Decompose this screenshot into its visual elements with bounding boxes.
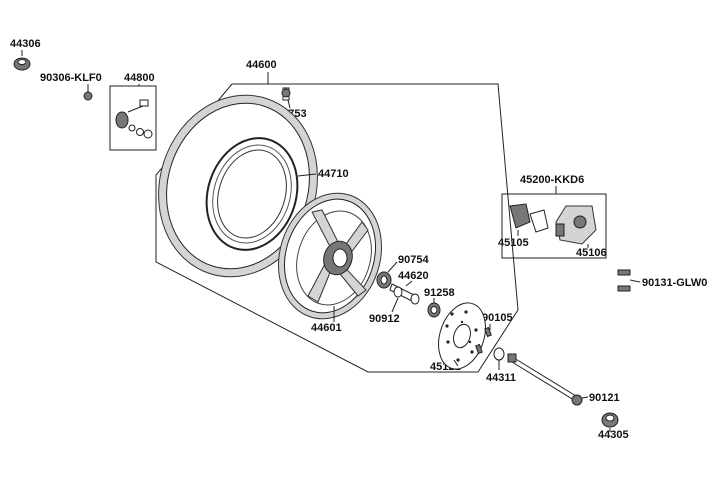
caliper-group-box: [501, 193, 607, 259]
leader-44620: [405, 280, 413, 287]
label-45106: 45106: [576, 247, 607, 259]
label-90131-glw0: 90131-GLW0: [642, 277, 707, 289]
brake-disc: [438, 302, 486, 370]
disc-bolts: [475, 326, 492, 355]
label-90912: 90912: [369, 313, 400, 325]
label-44620: 44620: [398, 270, 429, 282]
label-44311: 44311: [486, 372, 516, 384]
leader-90131: [629, 279, 641, 283]
label-90121: 90121: [589, 392, 620, 404]
label-91258: 91258: [424, 287, 455, 299]
label-44600: 44600: [246, 59, 277, 71]
leader-42753: [287, 99, 291, 109]
label-44710: 44710: [318, 168, 349, 180]
label-90754: 90754: [398, 254, 429, 266]
label-44601: 44601: [311, 322, 342, 334]
bearing-90912: [393, 286, 403, 298]
rim: [277, 192, 383, 320]
label-90306-klf0: 90306-KLF0: [40, 72, 102, 84]
caliper-body: [555, 205, 597, 245]
speedo-gear: [115, 99, 153, 139]
label-45105: 45105: [498, 237, 529, 249]
leader-90754: [387, 261, 398, 273]
label-44306: 44306: [10, 38, 41, 50]
leader-45121: [453, 359, 459, 367]
caliper-bolts: [617, 269, 631, 292]
speedo-gear-box: [109, 85, 157, 151]
oil-seal-91258: [427, 302, 441, 318]
leader-44710: [297, 173, 317, 177]
leader-90912: [391, 297, 399, 313]
tire: [158, 94, 318, 278]
label-45200-kkd6: 45200-KKD6: [520, 174, 584, 186]
axle-nut-90121: [571, 394, 583, 406]
cap-44305: [601, 412, 619, 428]
bearing-90754: [376, 271, 392, 289]
nut-90306-klf0: [83, 91, 93, 101]
label-44305: 44305: [598, 429, 629, 441]
label-44800: 44800: [124, 72, 155, 84]
brake-pads: [509, 203, 549, 233]
valve-stem: [281, 87, 291, 101]
collar-44311: [493, 347, 505, 361]
label-90105: 90105: [482, 312, 513, 324]
leader-90121: [581, 396, 589, 399]
assembly-outline: [155, 83, 519, 373]
front-axle: [507, 353, 577, 401]
cap-44306: [13, 57, 31, 71]
